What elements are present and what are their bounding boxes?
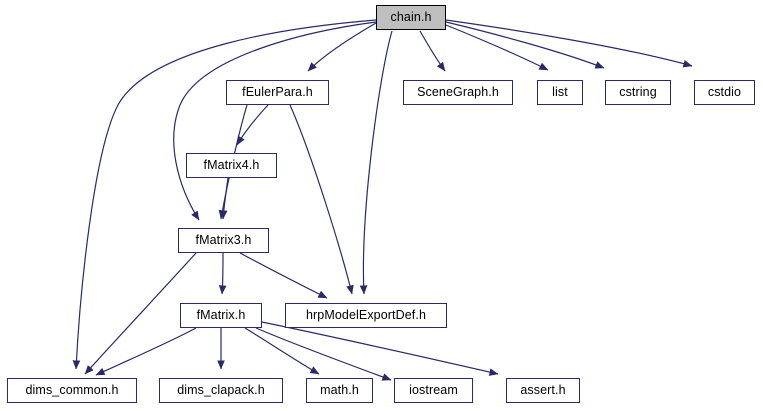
node-iostream[interactable]: iostream bbox=[394, 378, 473, 403]
node-feulerpara-h[interactable]: fEulerPara.h bbox=[226, 80, 329, 105]
node-label: dims_clapack.h bbox=[177, 383, 265, 398]
node-list[interactable]: list bbox=[537, 80, 583, 105]
node-dims-common-h[interactable]: dims_common.h bbox=[7, 378, 137, 403]
node-label: fEulerPara.h bbox=[242, 85, 313, 100]
node-label: cstdio bbox=[707, 85, 742, 100]
node-fmatrix4-h[interactable]: fMatrix4.h bbox=[186, 153, 277, 178]
node-label: SceneGraph.h bbox=[417, 85, 499, 100]
node-cstring[interactable]: cstring bbox=[605, 80, 671, 105]
node-label: cstring bbox=[619, 85, 657, 100]
node-hrpmodelexportdef-h[interactable]: hrpModelExportDef.h bbox=[285, 303, 447, 328]
node-math-h[interactable]: math.h bbox=[306, 378, 373, 403]
node-label: iostream bbox=[409, 383, 458, 398]
node-label: fMatrix4.h bbox=[203, 158, 260, 173]
node-dims-clapack-h[interactable]: dims_clapack.h bbox=[159, 378, 283, 403]
node-label: fMatrix.h bbox=[196, 308, 246, 323]
node-scenegraph-h[interactable]: SceneGraph.h bbox=[403, 80, 513, 105]
node-label: chain.h bbox=[390, 10, 432, 25]
node-label: list bbox=[552, 85, 568, 100]
node-label: hrpModelExportDef.h bbox=[305, 308, 426, 323]
node-chain-h[interactable]: chain.h bbox=[376, 5, 446, 30]
node-label: math.h bbox=[320, 383, 359, 398]
node-fmatrix-h[interactable]: fMatrix.h bbox=[180, 303, 262, 328]
node-assert-h[interactable]: assert.h bbox=[506, 378, 580, 403]
node-label: fMatrix3.h bbox=[195, 233, 252, 248]
node-cstdio[interactable]: cstdio bbox=[694, 80, 755, 105]
node-label: dims_common.h bbox=[25, 383, 119, 398]
node-label: assert.h bbox=[520, 383, 566, 398]
node-fmatrix3-h[interactable]: fMatrix3.h bbox=[178, 228, 269, 253]
